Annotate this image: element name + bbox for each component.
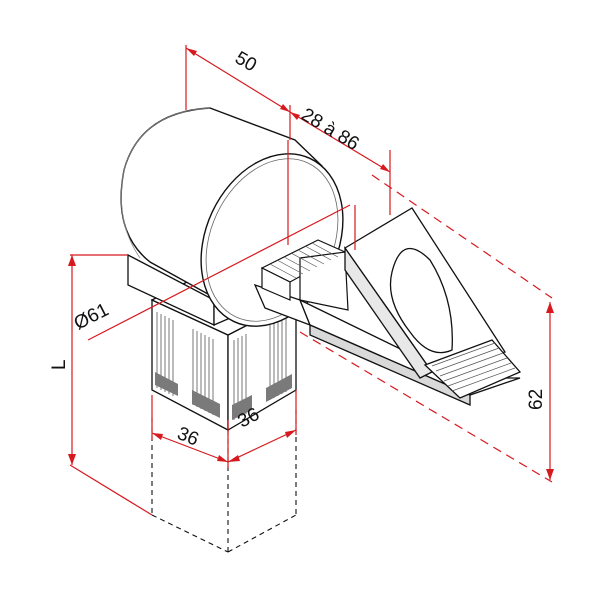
- dimension-label-62: 62: [526, 389, 547, 410]
- post-hidden-extension: [151, 410, 297, 553]
- sliding-jaw: [344, 207, 522, 399]
- post-rib-shadows: [155, 372, 292, 420]
- dimension-lines: [69, 45, 391, 516]
- dimension-label-L: L: [49, 359, 70, 370]
- dimension-label-36-left: 36: [174, 423, 201, 450]
- dimension-arrows: [68, 48, 554, 480]
- dimension-label-28-a-86: 28 à 86: [297, 104, 362, 155]
- height-extension-dashed: [299, 174, 553, 483]
- dimension-label-50: 50: [231, 48, 260, 77]
- dimension-label-diameter-61: Ø61: [71, 299, 113, 334]
